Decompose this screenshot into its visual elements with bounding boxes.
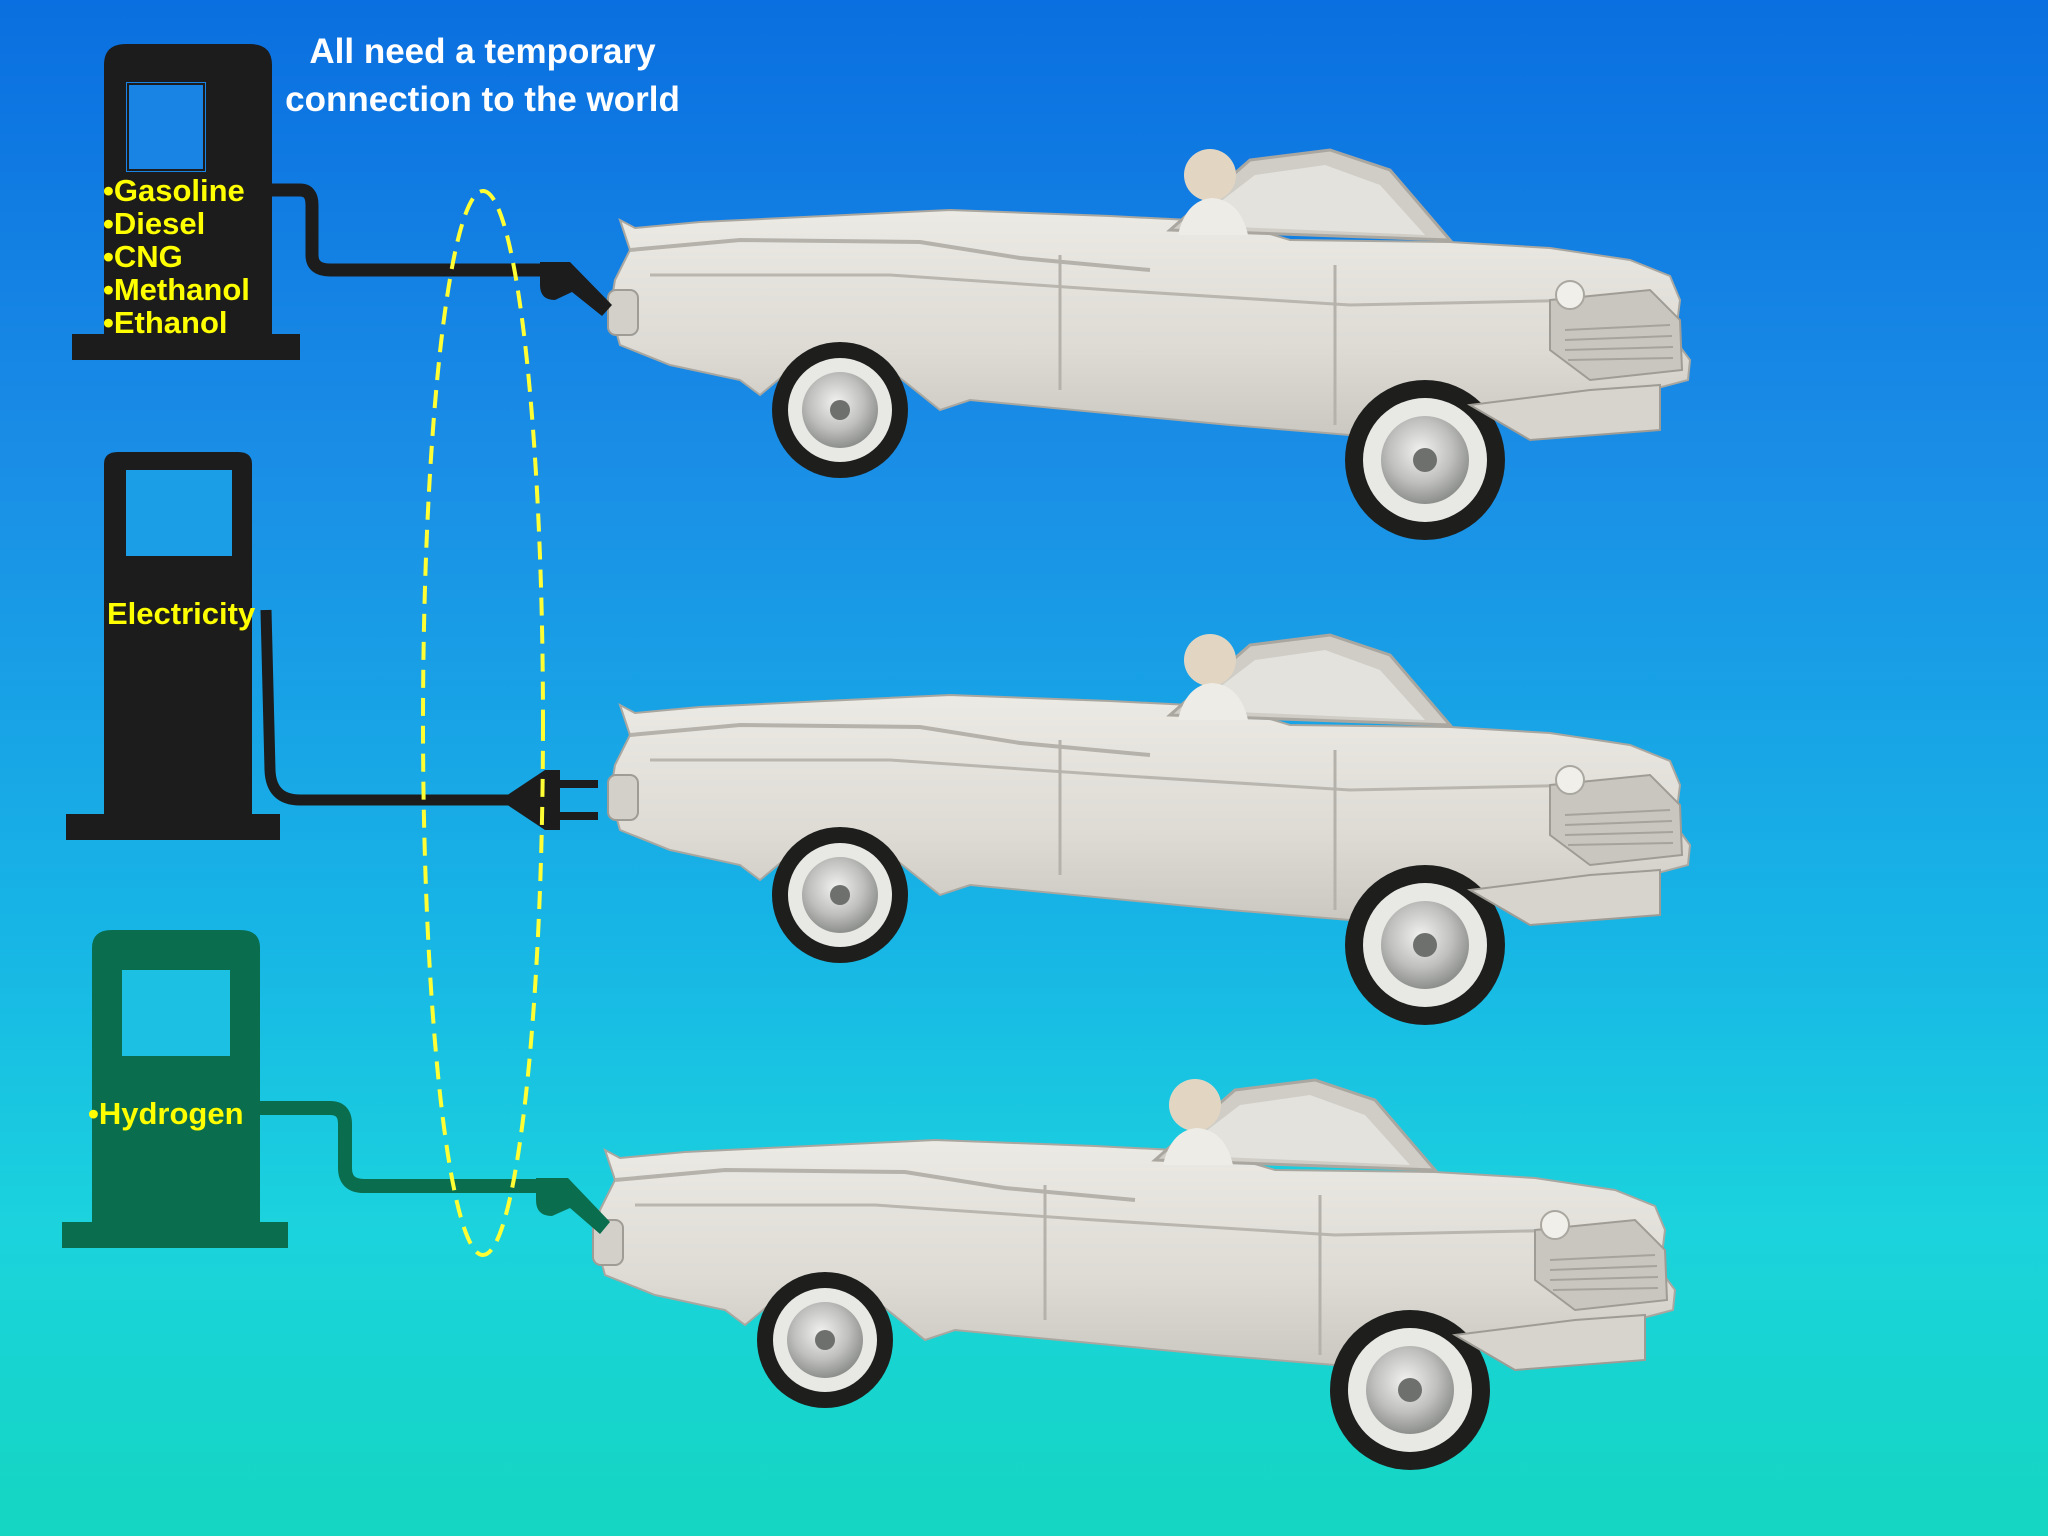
hydrogen-label: •Hydrogen [88, 1096, 244, 1131]
hydrogen-hose [260, 1101, 550, 1193]
electricity-label: Electricity [107, 596, 256, 631]
fuel-item-ethanol: •Ethanol [103, 305, 228, 340]
car-middle [606, 632, 1692, 1027]
fuel-item-cng: •CNG [103, 239, 183, 274]
connection-ellipse [421, 189, 545, 1257]
hydrogen-nozzle-icon [536, 1178, 610, 1234]
plug-icon [500, 770, 598, 830]
fuel-nozzle-icon [540, 262, 612, 316]
diagram-caption: All need a temporary connection to the w… [285, 32, 680, 119]
fuel-item-diesel: •Diesel [103, 206, 206, 241]
liquid-fuels-list: •Gasoline •Diesel •CNG •Methanol •Ethano… [103, 174, 250, 339]
charging-cable [260, 609, 520, 806]
car-bottom [591, 1077, 1677, 1472]
fuel-item-methanol: •Methanol [103, 272, 250, 307]
car-top [606, 147, 1692, 542]
fuel-pump-liquid [72, 44, 300, 360]
hydrogen-pump [62, 930, 288, 1248]
fuel-item-gasoline: •Gasoline [103, 173, 245, 208]
charging-station [66, 452, 280, 840]
fuel-hose-liquid [272, 183, 545, 277]
